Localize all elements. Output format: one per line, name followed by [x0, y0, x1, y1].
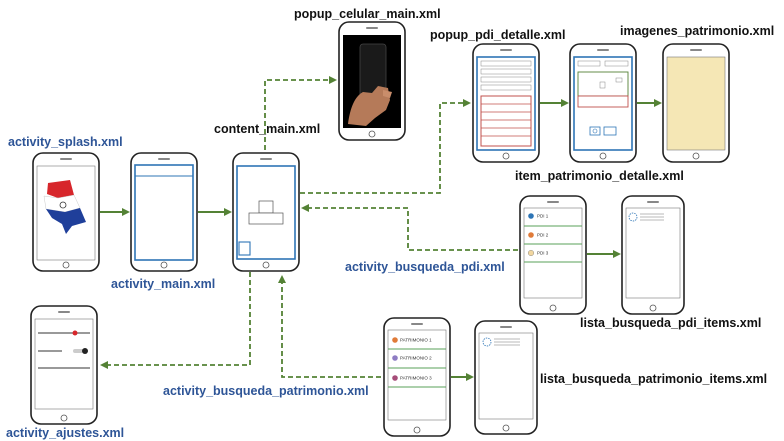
- pdi-item-1-label: PDI 1: [537, 214, 549, 219]
- label-item-patrimonio-detalle: item_patrimonio_detalle.xml: [515, 169, 684, 183]
- phone-activity-ajustes: [30, 305, 98, 425]
- label-activity-ajustes: activity_ajustes.xml: [6, 426, 124, 440]
- phone-content-main: [232, 152, 300, 272]
- phone-activity-splash: [32, 152, 100, 272]
- label-lista-busqueda-patrimonio-items: lista_busqueda_patrimonio_items.xml: [540, 372, 767, 386]
- label-content-main: content_main.xml: [214, 122, 320, 136]
- phone-lista-busqueda-pdi-items: [621, 195, 685, 315]
- patrimonio-item-3-label: PATRIMONIO 3: [400, 376, 432, 381]
- arrow-busqueda-patrimonio-to-content: [278, 275, 381, 378]
- phone-item-patrimonio-detalle: [569, 43, 637, 163]
- pdi-item-2-label: PDI 2: [537, 233, 549, 238]
- label-activity-main: activity_main.xml: [111, 277, 215, 291]
- pdi-item-3-label: PDI 3: [537, 251, 549, 256]
- arrow-content-to-ajustes: [100, 272, 251, 369]
- phone-imagenes-patrimonio: [662, 43, 730, 163]
- phone-activity-busqueda-patrimonio: PATRIMONIO 1 PATRIMONIO 2 PATRIMONIO 3: [383, 317, 451, 437]
- label-popup-celular-main: popup_celular_main.xml: [294, 7, 441, 21]
- label-popup-pdi-detalle: popup_pdi_detalle.xml: [430, 28, 565, 42]
- patrimonio-item-1-label: PATRIMONIO 1: [400, 338, 432, 343]
- diagram-labels: popup_celular_main.xml popup_pdi_detalle…: [6, 7, 774, 440]
- patrimonio-item-2-label: PATRIMONIO 2: [400, 356, 432, 361]
- label-lista-busqueda-pdi-items: lista_busqueda_pdi_items.xml: [580, 316, 761, 330]
- phone-activity-main: [130, 152, 198, 272]
- hand-holding-phone-icon: [348, 43, 392, 126]
- phone-popup-celular-main: [338, 21, 406, 141]
- phone-activity-busqueda-pdi: PDI 1 PDI 2 PDI 3: [519, 195, 587, 315]
- label-activity-busqueda-pdi: activity_busqueda_pdi.xml: [345, 260, 505, 274]
- arrow-busqueda-pdi-to-content: [301, 204, 518, 251]
- phone-lista-busqueda-patrimonio-items: [474, 320, 538, 435]
- arrow-content-to-popup-pdi-detalle: [300, 99, 471, 194]
- phone-popup-pdi-detalle: [472, 43, 540, 163]
- label-imagenes-patrimonio: imagenes_patrimonio.xml: [620, 24, 774, 38]
- flow-arrows: [100, 76, 662, 381]
- arrow-content-to-popup-celular: [264, 76, 337, 150]
- label-activity-busqueda-patrimonio: activity_busqueda_patrimonio.xml: [163, 384, 369, 398]
- label-activity-splash: activity_splash.xml: [8, 135, 123, 149]
- paraguay-map-flag-icon: [43, 180, 86, 234]
